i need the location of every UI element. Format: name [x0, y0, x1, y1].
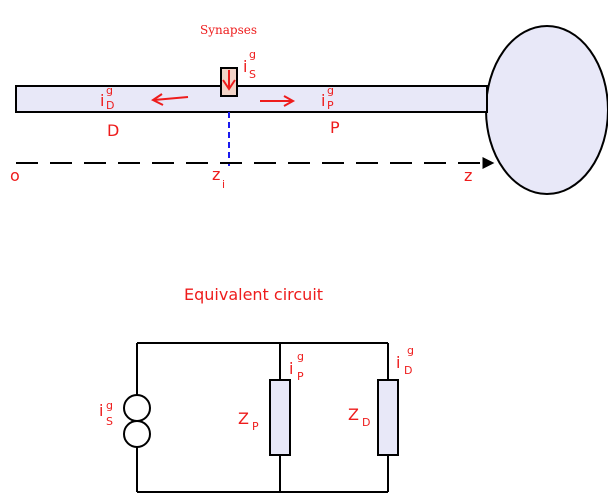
branch-p-current-sup: g: [297, 350, 304, 363]
impedance-d-box: [377, 379, 399, 456]
impedance-d-sub: D: [362, 416, 370, 429]
source-current-sup: g: [106, 399, 113, 412]
position-label-sub: i: [222, 178, 225, 191]
proximal-current-label: i g P: [321, 84, 334, 112]
impedance-p-main: Z: [238, 409, 249, 428]
proximal-label: P: [330, 118, 340, 137]
position-label: z i: [212, 165, 225, 191]
distal-current-sup: g: [106, 84, 113, 97]
proximal-current-sup: g: [327, 84, 334, 97]
proximal-current-sub: P: [327, 99, 334, 112]
impedance-d-main: Z: [348, 405, 359, 424]
branch-d-current-label: i g D: [396, 344, 414, 377]
origin-label: o: [10, 166, 20, 185]
source-current-main: i: [99, 401, 103, 420]
branch-p-current-main: i: [289, 359, 293, 378]
branch-d-current-sub: D: [404, 364, 412, 377]
current-source-symbol: [123, 394, 151, 448]
distal-current-arrow: [153, 96, 189, 101]
distal-current-sub: D: [106, 99, 114, 112]
synapse-current-sup: g: [249, 48, 256, 61]
impedance-p-box: [269, 379, 291, 456]
branch-p-current-sub: P: [297, 370, 304, 383]
synapses-label: Synapses: [200, 23, 257, 37]
synapse-current-label: i g S: [243, 48, 256, 81]
axis-label: z: [464, 166, 472, 185]
distal-current-label: i g D: [100, 84, 114, 112]
circuit-title: Equivalent circuit: [184, 285, 323, 304]
source-current-label: i g S: [99, 399, 113, 428]
soma: [485, 25, 608, 195]
branch-d-current-sup: g: [407, 344, 414, 357]
circuit-wires: [136, 342, 389, 493]
impedance-p-label: Z P: [238, 409, 259, 433]
impedance-p-sub: P: [252, 420, 259, 433]
dendrite-cable: [15, 85, 488, 113]
distal-label: D: [107, 121, 119, 140]
branch-d-current-main: i: [396, 353, 400, 372]
branch-p-current-label: i g P: [289, 350, 304, 383]
synapse-current-main: i: [243, 57, 247, 76]
position-label-main: z: [212, 165, 220, 184]
proximal-current-main: i: [321, 91, 325, 110]
source-current-sub: S: [106, 415, 113, 428]
synapse-current-sub: S: [249, 68, 256, 81]
impedance-d-label: Z D: [348, 405, 370, 429]
distal-current-main: i: [100, 91, 104, 110]
